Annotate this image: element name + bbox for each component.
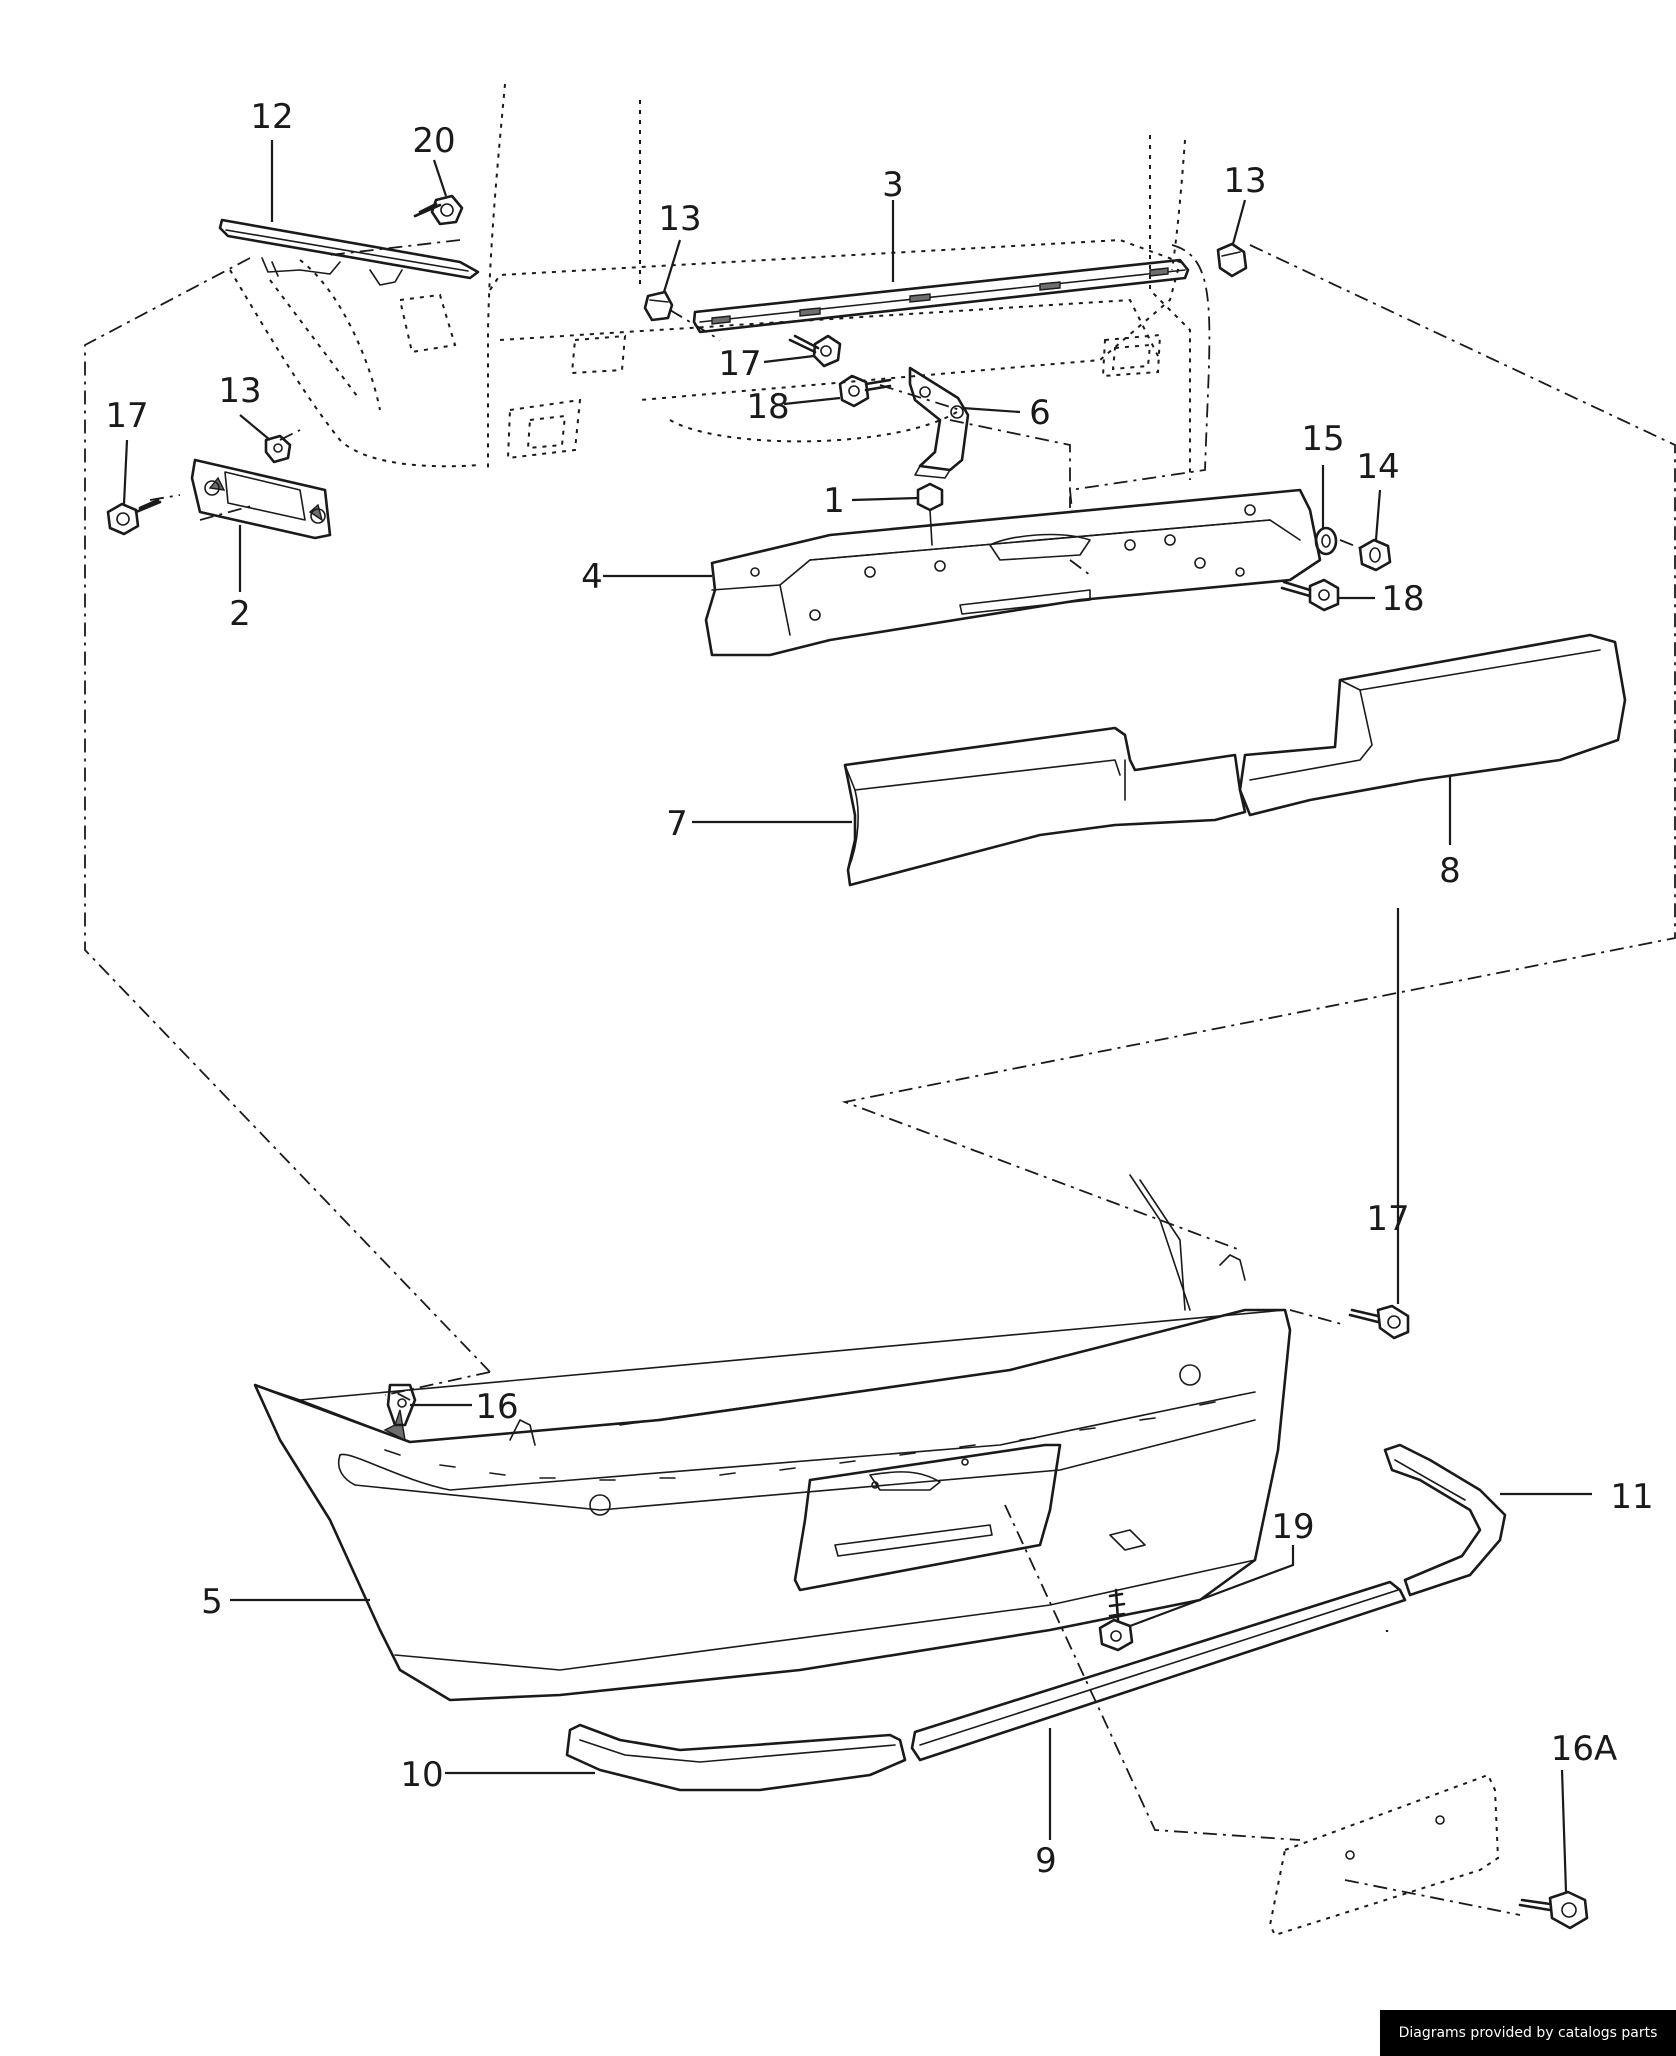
part-13-nut-a [643,290,674,322]
part-3-mounting-rail [692,258,1190,334]
callout-17-b: 17 [718,344,761,384]
callout-4: 4 [581,557,603,597]
license-plate-bracket [1268,1773,1500,1937]
part-10-trim-end-left [565,1723,907,1792]
part-13-nut-b [1216,242,1248,278]
assembly-guide-lines [84,239,1676,1916]
callout-16A: 16A [1551,1729,1618,1769]
part-17-bolt-b [788,334,842,368]
part-17-bolt-a [106,498,162,536]
part-18-bolt-a [838,374,892,408]
callout-15: 15 [1301,419,1344,459]
part-5-bumper-cover [253,1174,1292,1702]
diagram-credit-badge: Diagrams provided by catalogs parts [1380,2010,1676,2056]
callout-7: 7 [666,804,688,844]
part-14-nut [1358,538,1392,572]
callout-16: 16 [475,1387,518,1427]
callout-3: 3 [882,165,904,205]
part-2-guide-bracket [190,458,332,540]
part-6-bracket [908,366,970,479]
part-9-lower-trim-strip [910,1580,1407,1762]
part-18-bolt-b [1280,578,1340,612]
part-16-clip [386,1383,417,1427]
part-16A-screw [1518,1890,1589,1930]
part-17-bolt-c [1348,1304,1410,1340]
part-8-energy-absorber-right [1238,633,1627,817]
callout-10: 10 [400,1755,443,1795]
callout-13-a: 13 [658,199,701,239]
callout-2: 2 [229,594,251,634]
callout-labels: 12 20 3 13 13 13 17 2 17 18 6 1 15 14 18… [105,97,1653,1881]
callout-20: 20 [412,121,455,161]
callout-17-a: 17 [105,396,148,436]
callout-8: 8 [1439,851,1461,891]
callout-13-b: 13 [1223,161,1266,201]
part-4-reinforcement-bar [704,488,1322,657]
callout-19: 19 [1271,1507,1314,1547]
callout-11: 11 [1610,1477,1653,1517]
callout-12: 12 [250,97,293,137]
part-15-washer [1314,526,1338,556]
callout-5: 5 [201,1582,223,1622]
callout-1: 1 [823,481,845,521]
part-20-bolt [413,194,464,226]
part-19-screw [1098,1588,1134,1652]
callout-9: 9 [1035,1841,1057,1881]
leader-lines [122,140,1592,1893]
part-11-trim-end-right [1383,1443,1507,1597]
part-12-trim-strip [218,218,480,286]
callout-13-c: 13 [218,371,261,411]
callout-14: 14 [1356,447,1399,487]
part-13-nut-c [264,434,292,464]
callout-17-c: 17 [1366,1199,1409,1239]
part-1-nut [916,482,944,546]
part-7-energy-absorber-left [843,726,1247,887]
callout-6: 6 [1029,393,1051,433]
callout-18-a: 18 [746,387,789,427]
callout-18-b: 18 [1381,579,1424,619]
